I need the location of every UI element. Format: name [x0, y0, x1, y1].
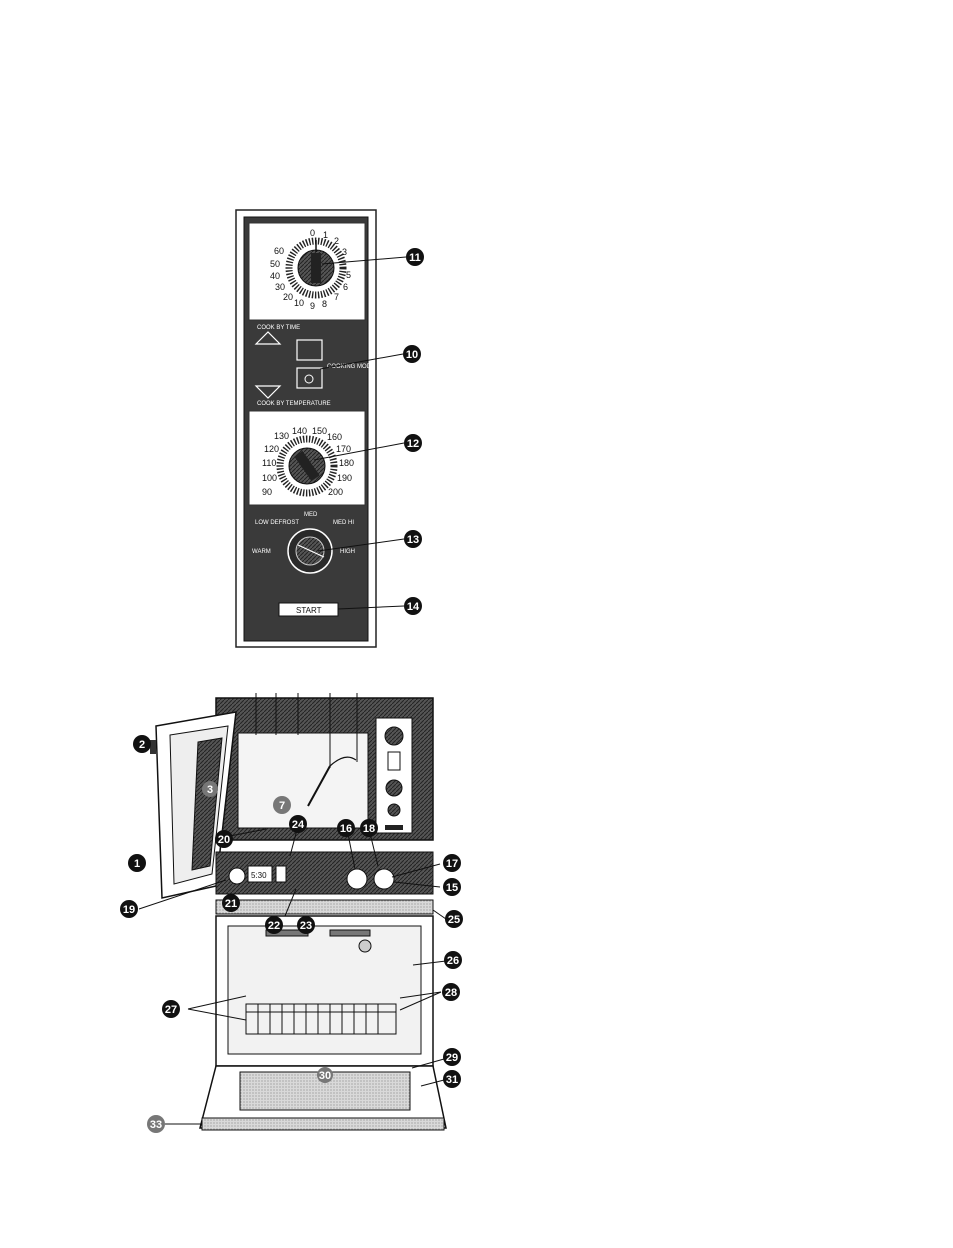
callout-24: 24 — [292, 819, 305, 831]
callout-14: 14 — [407, 601, 420, 613]
cook-by-temperature-button[interactable] — [297, 368, 322, 388]
timer-num-10: 10 — [294, 298, 304, 308]
callout-33: 33 — [150, 1119, 162, 1131]
power-med-hi-label: MED HI — [333, 520, 354, 526]
callout-12: 12 — [407, 438, 419, 450]
oven-light-icon — [359, 940, 371, 952]
start-button-label: START — [296, 606, 322, 615]
timer-num-9: 9 — [310, 301, 315, 311]
clock-knob[interactable] — [229, 868, 245, 884]
timer-num-0: 0 — [310, 228, 315, 238]
timer-num-2: 2 — [334, 236, 339, 246]
door-handle[interactable] — [202, 1118, 444, 1130]
power-low-defrost-label: LOW DEFROST — [255, 520, 299, 526]
callout-31: 31 — [446, 1074, 458, 1086]
callout-23: 23 — [300, 920, 312, 932]
callout-28: 28 — [445, 987, 457, 999]
callout-30: 30 — [319, 1070, 331, 1082]
oven-illustration: 5:30 — [150, 693, 446, 1130]
temp-num-190: 190 — [337, 473, 352, 483]
callout-20: 20 — [218, 834, 230, 846]
power-high-label: HIGH — [340, 549, 355, 555]
cook-by-time-button[interactable] — [297, 340, 322, 360]
callout-11: 11 — [409, 252, 421, 264]
temp-num-200: 200 — [328, 487, 343, 497]
temp-num-160: 160 — [327, 432, 342, 442]
clock-display-readout: 5:30 — [251, 871, 267, 880]
temp-num-170: 170 — [336, 444, 351, 454]
oven-selector-knob[interactable] — [374, 869, 394, 889]
callout-17: 17 — [446, 858, 458, 870]
temp-num-130: 130 — [274, 431, 289, 441]
power-med-label: MED — [304, 512, 318, 518]
temp-num-180: 180 — [339, 458, 354, 468]
callout-22: 22 — [268, 920, 280, 932]
microwave-cavity — [238, 733, 368, 828]
temp-num-140: 140 — [292, 426, 307, 436]
callout-26: 26 — [447, 955, 459, 967]
temp-num-100: 100 — [262, 473, 277, 483]
temp-num-110: 110 — [262, 458, 276, 468]
timer-num-20: 20 — [283, 292, 293, 302]
cooking-mode-selector-label: COOKING MODE SELECTOR — [327, 364, 410, 370]
callout-27: 27 — [165, 1004, 177, 1016]
callout-10: 10 — [406, 349, 418, 361]
temp-num-90: 90 — [262, 487, 272, 497]
callout-1: 1 — [134, 858, 140, 870]
timer-num-6: 6 — [343, 282, 348, 292]
cook-by-time-label: COOK BY TIME — [257, 325, 300, 331]
timer-num-3: 3 — [342, 247, 347, 257]
oven-temp-knob[interactable] — [347, 869, 367, 889]
power-warm-label: WARM — [252, 549, 271, 555]
timer-num-8: 8 — [322, 299, 327, 309]
callout-18: 18 — [363, 823, 375, 835]
callout-21: 21 — [225, 898, 237, 910]
callout-15: 15 — [446, 882, 458, 894]
callout-3: 3 — [207, 784, 213, 796]
callout-16: 16 — [340, 823, 352, 835]
timer-num-40: 40 — [270, 271, 280, 281]
timer-num-60: 60 — [274, 246, 284, 256]
timer-num-7: 7 — [334, 292, 339, 302]
callout-2: 2 — [139, 739, 145, 751]
timer-num-5: 5 — [346, 270, 351, 280]
callout-19: 19 — [123, 904, 135, 916]
callout-25: 25 — [448, 914, 460, 926]
callout-29: 29 — [446, 1052, 458, 1064]
callout-7: 7 — [279, 800, 285, 812]
cook-by-temperature-label: COOK BY TEMPERATURE — [257, 401, 331, 407]
timer-num-1: 1 — [323, 230, 328, 240]
timer-num-50: 50 — [270, 259, 280, 269]
temp-num-150: 150 — [312, 426, 327, 436]
timer-num-30: 30 — [275, 282, 285, 292]
control-panel: 0 1 2 3 5 6 7 8 9 10 20 30 40 50 60 COOK… — [236, 210, 410, 647]
callout-13: 13 — [407, 534, 419, 546]
temp-num-120: 120 — [264, 444, 279, 454]
